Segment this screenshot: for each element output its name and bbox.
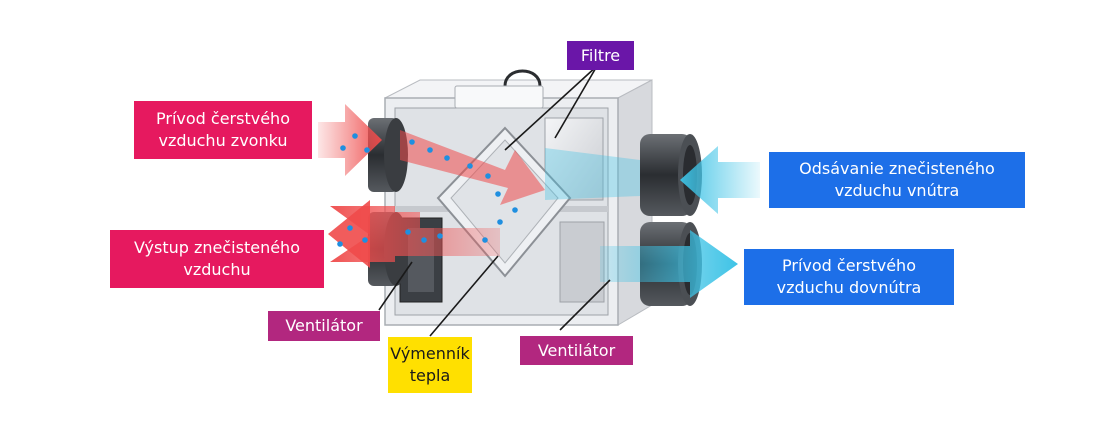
moisture-droplets	[337, 133, 518, 247]
label-fan-left: Ventilátor	[268, 311, 380, 341]
label-fresh-air-supply: Prívod čerstvého vzduchu dovnútra	[744, 249, 954, 305]
label-fresh-air-supply-line1: Prívod čerstvého	[782, 256, 916, 275]
label-heat-exchanger-line2: tepla	[409, 366, 451, 385]
label-fan-left-text: Ventilátor	[285, 316, 363, 335]
fresh-air-supply-arrow	[600, 230, 738, 298]
label-fan-right-text: Ventilátor	[537, 340, 616, 360]
leader-lines	[378, 65, 611, 337]
label-filters: Filtre	[567, 41, 634, 70]
label-polluted-air-exhaust-line2: vzduchu	[183, 260, 251, 279]
label-fan-right: Ventilátor	[520, 336, 633, 365]
label-polluted-air-extract-line2: vzduchu vnútra	[834, 181, 960, 200]
fresh-air-in-arrow	[318, 104, 545, 205]
label-fresh-air-intake-line2: vzduchu zvonku	[158, 131, 288, 150]
label-fresh-air-intake: Prívod čerstvého vzduchu zvonku	[134, 101, 312, 159]
label-polluted-air-extract-line1: Odsávanie znečisteného	[799, 159, 995, 178]
extract-air-in-arrow	[545, 146, 760, 214]
label-heat-exchanger-line1: Výmenník	[390, 344, 470, 363]
label-filters-text: Filtre	[580, 45, 621, 65]
label-polluted-air-extract: Odsávanie znečisteného vzduchu vnútra	[769, 152, 1025, 208]
label-heat-exchanger: Výmenník tepla	[388, 337, 472, 393]
exhaust-out-arrow	[328, 200, 500, 268]
label-fresh-air-supply-line2: vzduchu dovnútra	[776, 278, 922, 297]
label-fresh-air-intake-line1: Prívod čerstvého	[156, 109, 290, 128]
label-polluted-air-exhaust-line1: Výstup znečisteného	[134, 238, 300, 257]
control-box	[454, 69, 544, 109]
label-polluted-air-exhaust: Výstup znečisteného vzduchu	[110, 230, 324, 288]
